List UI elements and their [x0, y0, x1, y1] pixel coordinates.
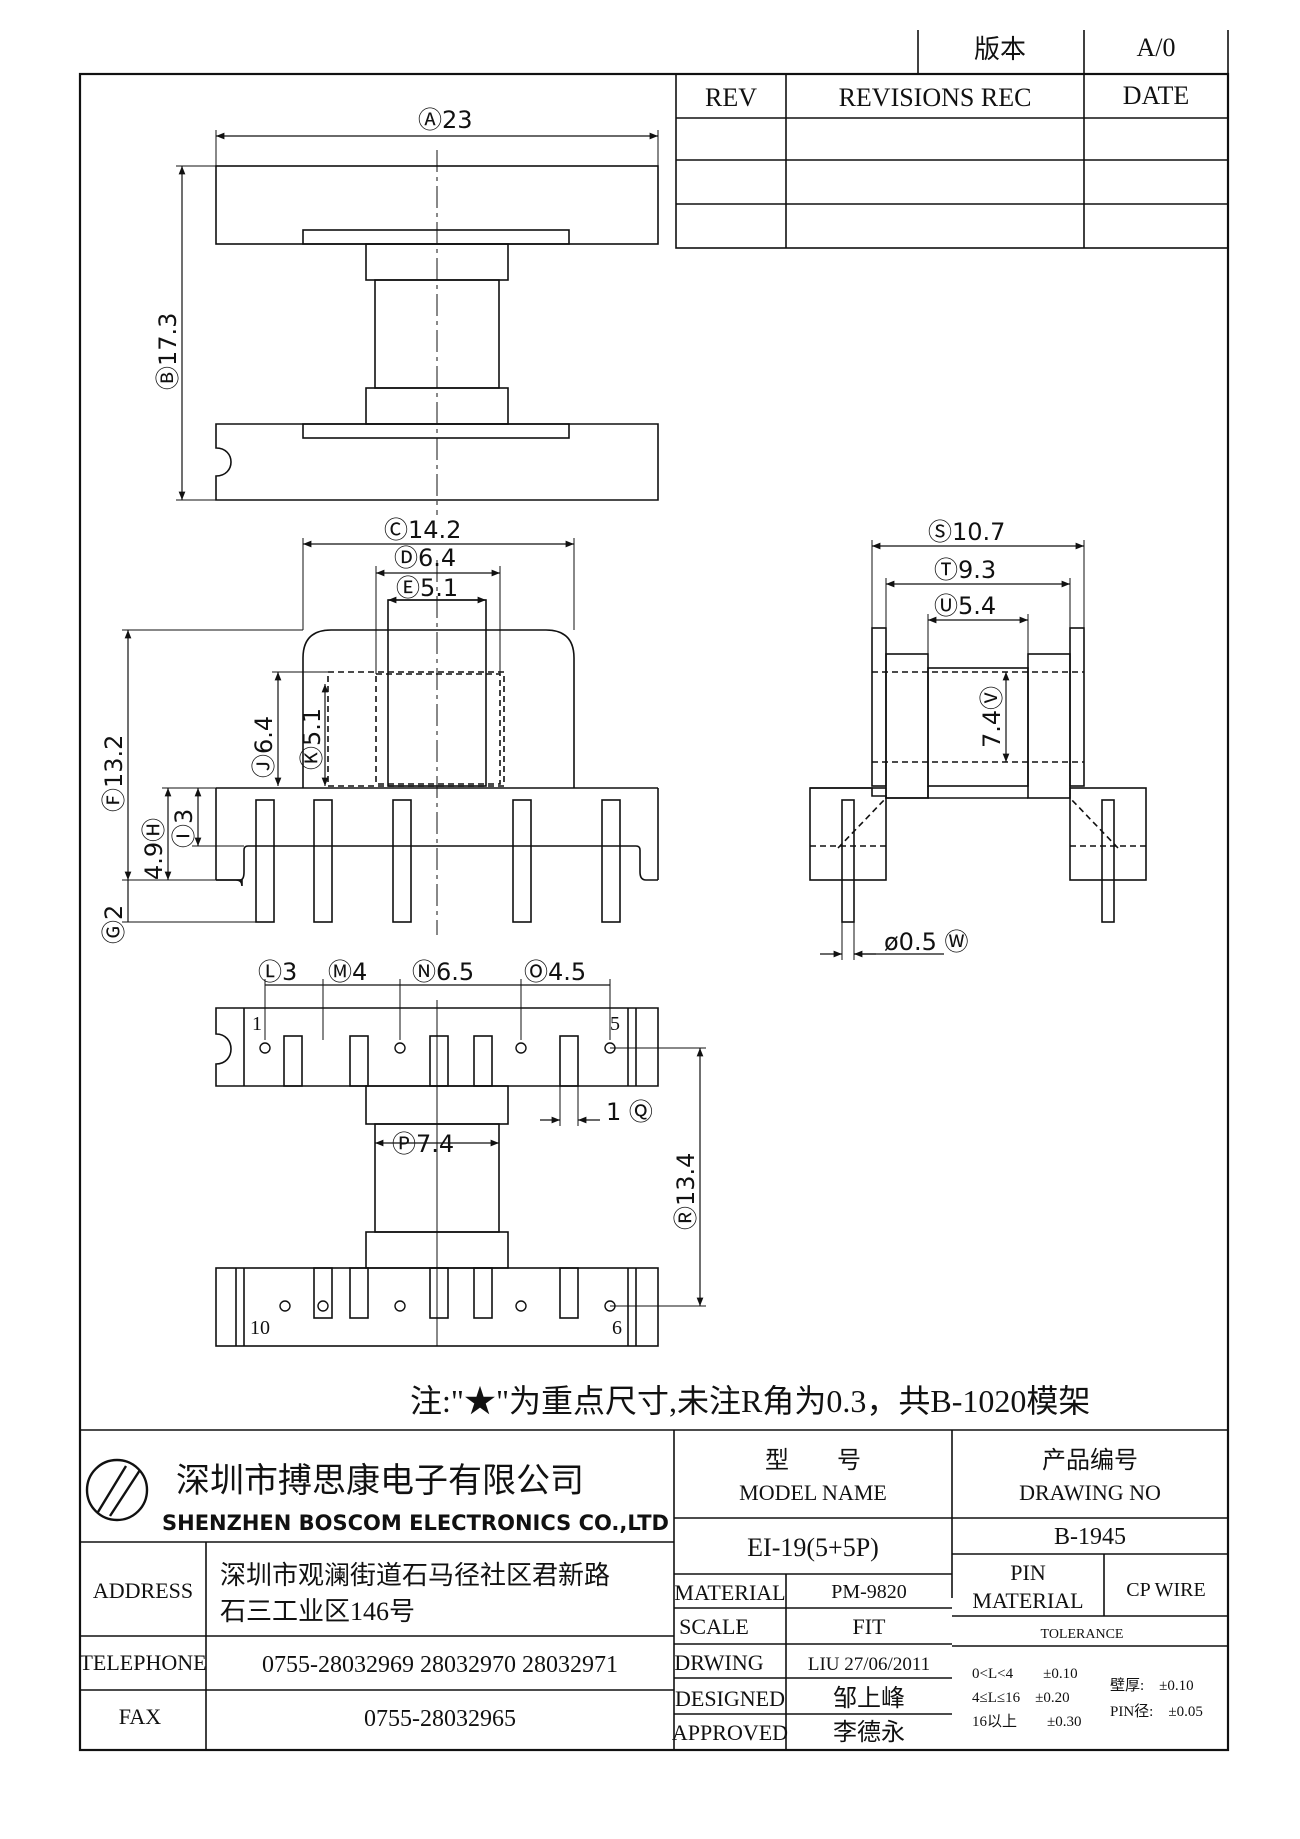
designed-label: DESIGNED	[675, 1686, 785, 1711]
tolerance-row-1: 0<L<4 ±0.10	[972, 1666, 1078, 1682]
pin-material-value: CP WIRE	[1126, 1579, 1205, 1601]
dim-w-label: ø0.5 Ⓦ	[884, 928, 969, 956]
pin-label-10: 10	[250, 1317, 270, 1339]
telephone-value: 0755-28032969 28032970 28032971	[262, 1652, 618, 1678]
drawing-note: 注:"★"为重点尺寸,未注R角为0.3，共B-1020模架	[410, 1383, 1090, 1419]
bottom-view	[215, 979, 706, 1347]
drawing-no-cn: 产品编号	[1042, 1447, 1138, 1474]
model-value: EI-19(5+5P)	[747, 1533, 879, 1562]
side-view	[809, 540, 1147, 960]
tolerance-row-3: 16以上 ±0.30	[972, 1713, 1081, 1730]
revisions-rec-header: REVISIONS REC	[839, 83, 1032, 112]
tolerance-wall: 壁厚: ±0.10	[1110, 1677, 1194, 1694]
company-name-cn: 深圳市搏思康电子有限公司	[176, 1462, 584, 1500]
dim-a-label: Ⓐ23	[418, 106, 473, 134]
pin-material-label-2: MATERIAL	[972, 1588, 1083, 1613]
dim-n-label: Ⓝ6.5	[412, 958, 474, 986]
tolerance-label: TOLERANCE	[1041, 1627, 1124, 1642]
pin-material-label-1: PIN	[1010, 1560, 1046, 1585]
drwing-label: DRWING	[674, 1650, 763, 1675]
address-line2: 石三工业区146号	[220, 1597, 415, 1626]
dim-b-label: Ⓑ17.3	[154, 313, 182, 390]
dim-r-label: Ⓡ13.4	[672, 1153, 700, 1230]
fax-label: FAX	[119, 1704, 161, 1729]
company-name-en: SHENZHEN BOSCOM ELECTRONICS CO.,LTD	[162, 1511, 669, 1535]
title-block-grid	[80, 1429, 1228, 1750]
revisions-table	[675, 73, 1229, 249]
dim-e-label: Ⓔ5.1	[396, 574, 458, 602]
model-name-en: MODEL NAME	[739, 1480, 887, 1505]
address-line1: 深圳市观澜街道石马径社区君新路	[220, 1561, 610, 1590]
approved-label: APPROVED	[672, 1720, 788, 1745]
dim-v-label: 7.4Ⓥ	[978, 686, 1006, 748]
material-value: PM-9820	[831, 1581, 907, 1603]
dim-i-label: Ⓘ3	[170, 809, 198, 848]
approved-value: 李德永	[833, 1719, 905, 1746]
drawing-no-value: B-1945	[1054, 1524, 1126, 1550]
tolerance-row-2: 4≤L≤16 ±0.20	[972, 1690, 1070, 1706]
date-header: DATE	[1123, 81, 1189, 110]
scale-value: FIT	[853, 1614, 887, 1639]
scale-label: SCALE	[679, 1614, 749, 1639]
version-label: 版本	[974, 35, 1026, 64]
dim-g-label: Ⓖ2	[100, 905, 128, 944]
material-label: MATERIAL	[674, 1580, 785, 1605]
dim-d-label: Ⓓ6.4	[394, 544, 456, 572]
dim-l-label: Ⓛ3	[258, 958, 297, 986]
dim-h-label: 4.9Ⓗ	[140, 818, 168, 880]
dim-s-label: Ⓢ10.7	[928, 518, 1005, 546]
tolerance-pin: PIN径: ±0.05	[1110, 1703, 1203, 1720]
designed-value: 邹上峰	[833, 1685, 905, 1712]
version-value: A/0	[1137, 33, 1176, 62]
rev-header: REV	[705, 83, 757, 112]
dim-o-label: Ⓞ4.5	[524, 958, 586, 986]
dim-c-label: Ⓒ14.2	[384, 516, 461, 544]
address-label: ADDRESS	[93, 1578, 193, 1603]
model-name-cn: 型 号	[765, 1447, 861, 1474]
dim-j-label: Ⓙ6.4	[250, 716, 278, 778]
dim-t-label: Ⓣ9.3	[934, 556, 996, 584]
pin-label-1: 1	[252, 1013, 262, 1035]
fax-value: 0755-28032965	[364, 1706, 516, 1732]
pin-label-6: 6	[612, 1317, 622, 1339]
company-logo	[85, 1458, 149, 1522]
telephone-label: TELEPHONE	[79, 1650, 206, 1675]
dim-m-label: Ⓜ4	[328, 958, 367, 986]
front-view	[122, 538, 659, 935]
drawing-no-en: DRAWING NO	[1019, 1480, 1161, 1505]
dim-q-label: 1 Ⓠ	[606, 1098, 653, 1126]
version-box	[917, 30, 1229, 74]
top-view	[176, 130, 659, 515]
drwing-value: LIU 27/06/2011	[808, 1654, 930, 1675]
drawing-border	[78, 72, 1230, 1752]
dim-k-label: Ⓚ5.1	[298, 708, 326, 770]
pin-label-5: 5	[610, 1013, 620, 1035]
dim-f-label: Ⓕ13.2	[100, 735, 128, 812]
dim-p-label: Ⓟ7.4	[392, 1130, 454, 1158]
dim-u-label: Ⓤ5.4	[934, 592, 996, 620]
